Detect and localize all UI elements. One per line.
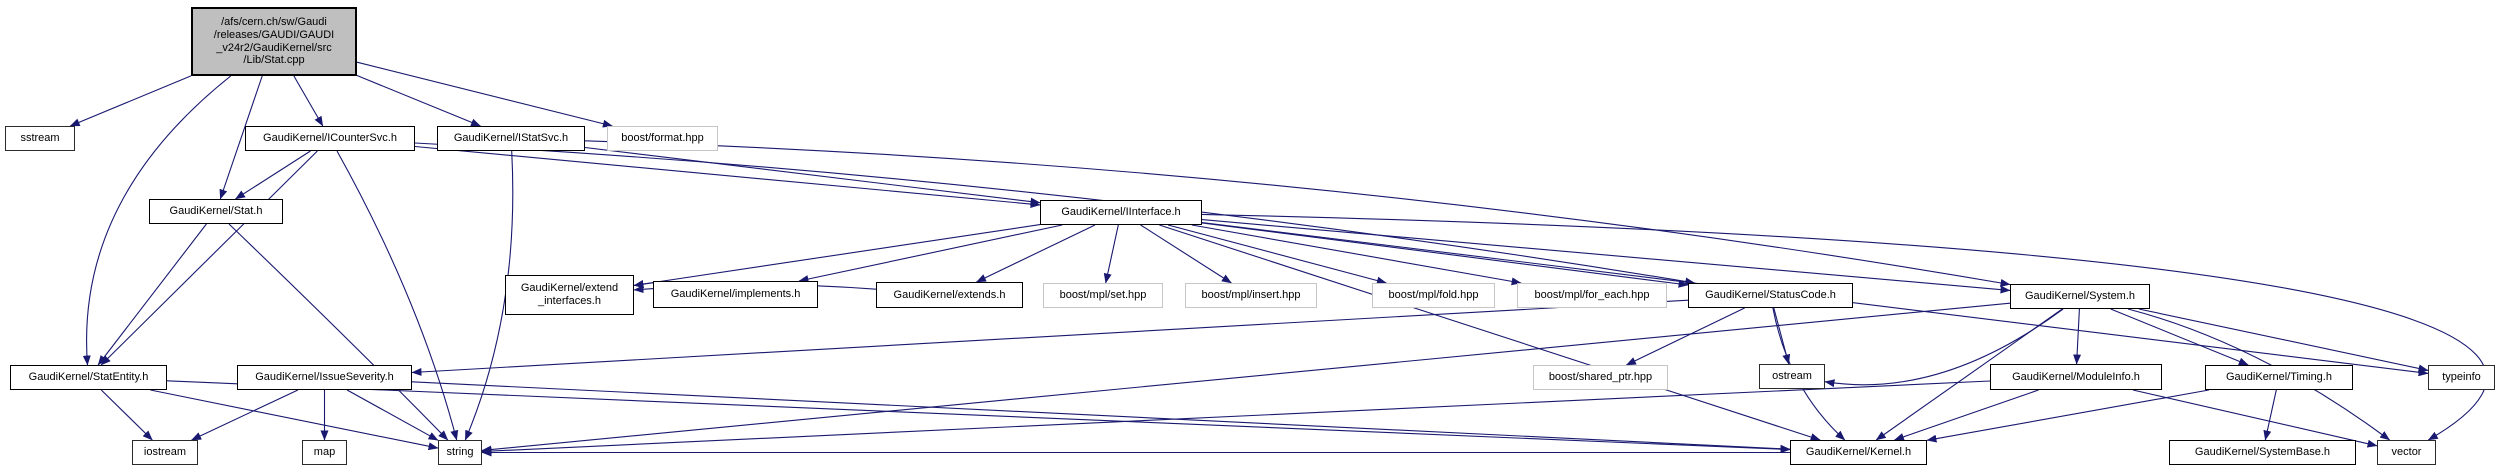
node-implements[interactable]: GaudiKernel/implements.h	[653, 281, 818, 308]
edge-statuscode-to-issueseverity	[411, 299, 1689, 376]
edge-iinterface-to-mpl_fold	[1167, 224, 1387, 285]
edge-timing-to-systembase	[2263, 389, 2277, 441]
edge-icountersvc-to-statentity	[100, 150, 318, 366]
node-issueseverity[interactable]: GaudiKernel/IssueSeverity.h	[237, 365, 412, 390]
edge-stat_cpp-to-boost_format	[356, 61, 613, 128]
edge-system-to-timing	[2110, 308, 2249, 366]
node-stat_h[interactable]: GaudiKernel/Stat.h	[149, 199, 283, 224]
node-systembase[interactable]: GaudiKernel/SystemBase.h	[2169, 440, 2356, 465]
edge-system-to-string	[481, 302, 2011, 454]
node-typeinfo: typeinfo	[2428, 365, 2495, 390]
edge-timing-to-kernel	[1926, 389, 2209, 443]
node-stat_cpp: /afs/cern.ch/sw/Gaudi /releases/GAUDI/GA…	[191, 7, 357, 76]
edge-stat_cpp-to-icountersvc	[293, 75, 324, 127]
node-timing[interactable]: GaudiKernel/Timing.h	[2205, 365, 2353, 390]
node-extends[interactable]: GaudiKernel/extends.h	[876, 282, 1023, 308]
node-extend_interfaces[interactable]: GaudiKernel/extend _interfaces.h	[505, 275, 634, 315]
edge-stat_h-to-statentity	[97, 223, 207, 366]
node-vector: vector	[2377, 440, 2436, 465]
edge-stat_cpp-to-istatsvc	[356, 74, 481, 127]
edge-issueseverity-to-kernel	[411, 381, 1791, 453]
node-mpl_set: boost/mpl/set.hpp	[1043, 283, 1163, 308]
edge-istatsvc-to-string	[464, 150, 514, 441]
node-system[interactable]: GaudiKernel/System.h	[2010, 284, 2150, 309]
edge-statentity-to-iostream	[100, 389, 153, 441]
edge-iinterface-to-extend_interfaces	[633, 224, 1041, 288]
node-istatsvc[interactable]: GaudiKernel/IStatSvc.h	[437, 126, 585, 151]
node-statuscode[interactable]: GaudiKernel/StatusCode.h	[1688, 283, 1853, 308]
edge-istatsvc-to-system	[584, 140, 2011, 287]
edge-icountersvc-to-string	[336, 150, 459, 441]
edge-moduleinfo-to-vector	[2132, 389, 2378, 448]
edge-iinterface-to-statuscode	[1201, 222, 1689, 288]
edge-stat_cpp-to-stat_h	[219, 75, 263, 200]
edge-system-to-ostream	[1824, 308, 2064, 388]
edge-issueseverity-to-string	[346, 389, 439, 441]
edge-system-to-vector	[2127, 308, 2391, 441]
edge-stat_cpp-to-statentity	[82, 75, 232, 366]
node-statentity[interactable]: GaudiKernel/StatEntity.h	[10, 365, 167, 390]
edge-iinterface-to-mpl_foreach	[1191, 224, 1522, 286]
edge-iinterface-to-kernel	[1159, 224, 1821, 441]
node-mpl_foreach: boost/mpl/for_each.hpp	[1517, 283, 1667, 308]
edge-iinterface-to-system	[1201, 219, 2011, 294]
edge-system-to-moduleinfo	[2073, 308, 2082, 365]
node-moduleinfo[interactable]: GaudiKernel/ModuleInfo.h	[1990, 364, 2162, 390]
edge-stat_h-to-string	[228, 223, 449, 441]
edge-stat_cpp-to-sstream	[69, 75, 192, 127]
node-boost_format: boost/format.hpp	[607, 126, 718, 151]
edge-iinterface-to-implements	[798, 224, 1063, 283]
edge-icountersvc-to-iinterface	[414, 145, 1041, 208]
edge-icountersvc-to-statuscode	[414, 142, 1696, 286]
node-shared_ptr: boost/shared_ptr.hpp	[1533, 365, 1668, 390]
edge-istatsvc-to-iinterface	[584, 146, 1041, 206]
node-string: string	[438, 440, 482, 465]
edge-statentity-to-string	[150, 389, 439, 451]
edge-moduleinfo-to-kernel	[1894, 389, 2039, 441]
node-ostream: ostream	[1759, 364, 1825, 389]
edge-implements-to-extend_interfaces	[633, 280, 654, 289]
edge-iinterface-to-mpl_insert	[1140, 224, 1232, 284]
node-icountersvc[interactable]: GaudiKernel/ICounterSvc.h	[245, 126, 415, 151]
edge-iinterface-to-extends	[976, 224, 1096, 283]
node-iostream: iostream	[132, 440, 198, 465]
node-iinterface[interactable]: GaudiKernel/IInterface.h	[1040, 200, 1202, 225]
edge-icountersvc-to-stat_h	[235, 150, 311, 200]
edge-moduleinfo-to-string	[481, 380, 1991, 456]
node-kernel[interactable]: GaudiKernel/Kernel.h	[1790, 440, 1927, 465]
node-map: map	[302, 440, 347, 465]
edge-iinterface-to-vector	[1201, 213, 2487, 441]
edge-iinterface-to-mpl_set	[1103, 224, 1119, 284]
node-mpl_insert: boost/mpl/insert.hpp	[1185, 283, 1317, 308]
edge-issueseverity-to-iostream	[191, 389, 299, 441]
edge-statentity-to-kernel	[166, 380, 1791, 454]
node-mpl_fold: boost/mpl/fold.hpp	[1372, 283, 1495, 308]
node-sstream: sstream	[5, 126, 75, 151]
edge-statuscode-to-shared_ptr	[1625, 307, 1745, 366]
edge-system-to-typeinfo	[2138, 308, 2429, 373]
